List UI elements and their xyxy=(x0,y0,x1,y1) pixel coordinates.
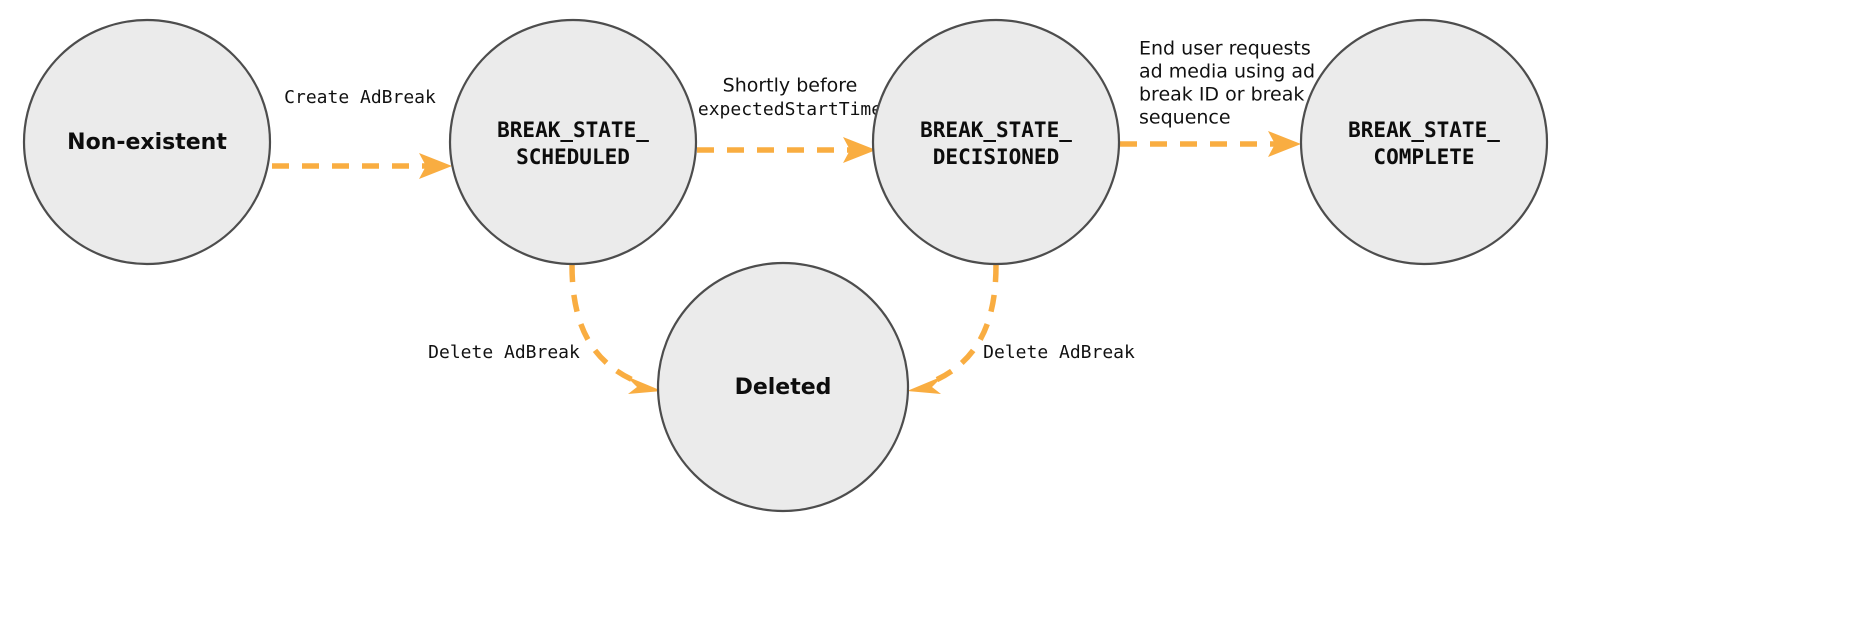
node-non-existent-shape xyxy=(22,18,272,266)
edge-end-user-requests-arrowhead xyxy=(1268,131,1301,157)
edge-create-adbreak-arrowhead xyxy=(419,153,452,179)
node-break-state-decisioned[interactable]: BREAK_STATE_ DECISIONED xyxy=(871,18,1121,266)
node-break-state-scheduled[interactable]: BREAK_STATE_ SCHEDULED xyxy=(448,18,698,266)
node-non-existent-label: Non-existent xyxy=(67,130,227,155)
edge-delete-from-scheduled-arrowhead xyxy=(626,376,662,394)
edge-end-user-requests-label-line4: sequence xyxy=(1139,107,1231,129)
edge-delete-from-decisioned-line xyxy=(932,264,999,384)
edge-shortly-before-label-line2: expectedStartTime xyxy=(698,99,882,120)
edge-shortly-before-arrowhead xyxy=(843,137,876,163)
edge-delete-from-decisioned-label: Delete AdBreak xyxy=(983,342,1135,363)
edge-end-user-requests-label-line3: break ID or break xyxy=(1139,84,1304,106)
node-non-existent[interactable]: Non-existent xyxy=(22,18,272,266)
edge-shortly-before-label-line1: Shortly before xyxy=(723,75,858,97)
node-break-state-scheduled-label-line2: SCHEDULED xyxy=(516,145,630,169)
node-deleted[interactable]: Deleted xyxy=(656,261,910,513)
edge-end-user-requests-label-line2: ad media using ad xyxy=(1139,61,1315,83)
edge-create-adbreak-label: Create AdBreak xyxy=(284,87,436,108)
edge-create-adbreak[interactable]: Create AdBreak xyxy=(272,87,452,179)
node-deleted-shape xyxy=(656,261,910,513)
node-break-state-decisioned-label-line2: DECISIONED xyxy=(933,145,1059,169)
node-break-state-complete-shape xyxy=(1299,18,1549,266)
edge-end-user-requests[interactable]: End user requests ad media using ad brea… xyxy=(1120,38,1315,158)
edge-delete-from-scheduled-line xyxy=(569,264,637,384)
edge-delete-from-scheduled[interactable]: Delete AdBreak xyxy=(428,264,662,394)
edge-group: Create AdBreak Shortly before expectedSt… xyxy=(272,38,1315,394)
node-deleted-label: Deleted xyxy=(735,375,832,400)
node-group: Non-existent BREAK_STATE_ SCHEDULED BREA… xyxy=(22,18,1549,513)
node-break-state-decisioned-shape xyxy=(871,18,1121,266)
edge-delete-from-decisioned-arrowhead xyxy=(907,376,943,394)
edge-delete-from-decisioned[interactable]: Delete AdBreak xyxy=(907,264,1135,394)
node-break-state-scheduled-label-line1: BREAK_STATE_ xyxy=(497,118,649,142)
node-break-state-scheduled-shape xyxy=(448,18,698,266)
edge-shortly-before[interactable]: Shortly before expectedStartTime xyxy=(697,75,882,164)
edge-delete-from-scheduled-label: Delete AdBreak xyxy=(428,342,580,363)
node-break-state-decisioned-label-line1: BREAK_STATE_ xyxy=(920,118,1072,142)
edge-end-user-requests-label-line1: End user requests xyxy=(1139,38,1311,60)
node-break-state-complete-label-line1: BREAK_STATE_ xyxy=(1348,118,1500,142)
node-break-state-complete-label-line2: COMPLETE xyxy=(1373,145,1474,169)
node-break-state-complete[interactable]: BREAK_STATE_ COMPLETE xyxy=(1299,18,1549,266)
